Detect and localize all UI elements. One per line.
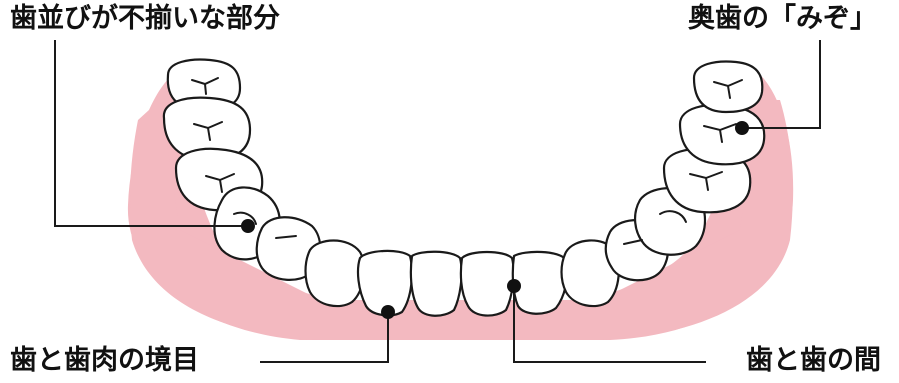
label-uneven-alignment: 歯並びが不揃いな部分 bbox=[10, 3, 280, 35]
dot-gum bbox=[381, 305, 395, 319]
dot-molar bbox=[735, 121, 749, 135]
label-tooth-gum-border: 歯と歯肉の境目 bbox=[10, 345, 199, 377]
tooth-incisor-3 bbox=[461, 252, 514, 316]
tooth-incisor-2 bbox=[411, 252, 462, 316]
dot-uneven bbox=[241, 219, 255, 233]
tooth-incisor-4 bbox=[513, 252, 567, 314]
dot-between bbox=[507, 279, 521, 293]
label-between-teeth: 歯と歯の間 bbox=[746, 345, 881, 377]
label-molar-grooves: 奥歯の「みぞ」 bbox=[688, 3, 877, 35]
tooth-left-canine bbox=[306, 241, 365, 307]
tooth-right-molar-2 bbox=[680, 105, 764, 165]
